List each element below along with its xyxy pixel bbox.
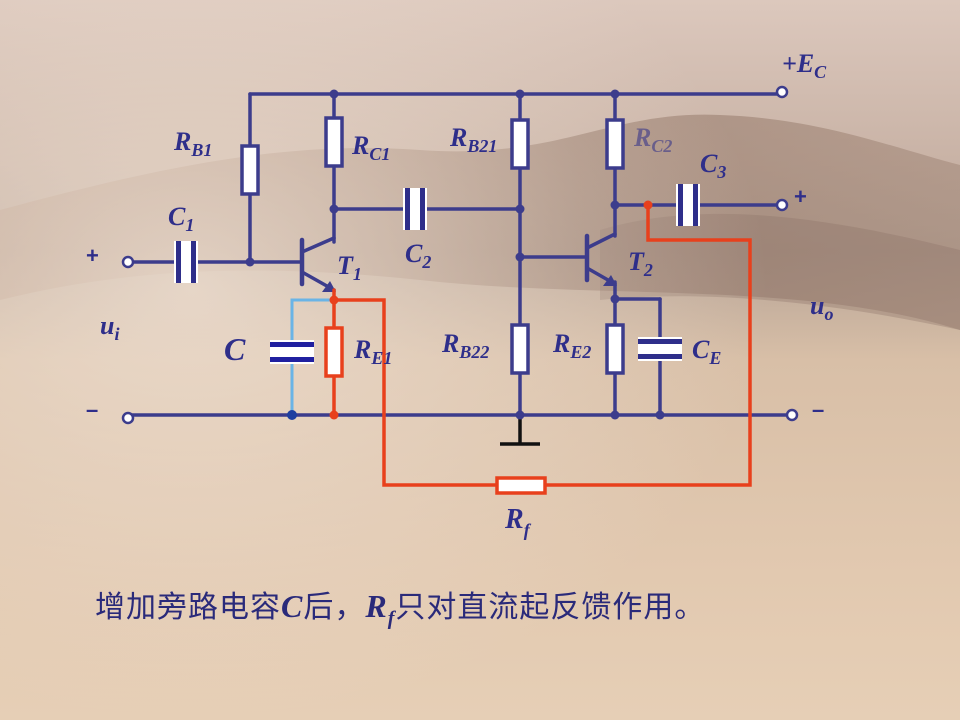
caption-part-2: 后，	[303, 590, 366, 625]
label-rc1: RC1	[351, 131, 390, 164]
label-t1: T1	[337, 251, 362, 284]
resistor-re1	[324, 326, 344, 378]
label-re1: RE1	[353, 335, 392, 368]
terminal-input-minus	[121, 411, 135, 425]
bypass-capacitor-wiring	[290, 298, 334, 415]
label-ce: CE	[692, 335, 721, 368]
junction-c-out	[643, 200, 653, 210]
caption-rf-symbol: Rf	[365, 588, 396, 630]
resistor-rb22	[510, 323, 530, 375]
label-ec: +EC	[782, 49, 827, 82]
junction-e1	[329, 295, 339, 305]
caption-part-3: 只对直流起反馈作用。	[395, 590, 706, 625]
label-rf: Rf	[504, 504, 532, 540]
label-rb1: RB1	[173, 127, 212, 160]
label-uo: uo	[810, 291, 833, 324]
caption-text: 增加旁路电容C后，Rf只对直流起反馈作用。	[95, 582, 705, 630]
label-c3: C3	[700, 149, 726, 182]
terminals	[121, 85, 799, 425]
feedback-path	[332, 203, 752, 487]
terminal-output-minus	[785, 408, 799, 422]
junction-dots	[245, 89, 665, 420]
junction-re1-ground	[329, 410, 339, 420]
terminal-output-plus	[775, 198, 789, 212]
label-c1: C1	[168, 202, 194, 235]
sign-output-minus: –	[812, 397, 824, 422]
sign-input-minus: –	[86, 397, 98, 422]
terminal-input-plus	[121, 255, 135, 269]
ground-symbol	[500, 415, 540, 446]
sign-output-plus: +	[794, 184, 807, 209]
label-re2: RE2	[552, 329, 591, 362]
resistor-re2	[605, 323, 625, 375]
label-rb21: RB21	[449, 123, 497, 156]
label-rc2: RC2	[633, 123, 672, 156]
label-c2: C2	[405, 239, 431, 272]
caption-c-symbol: C	[281, 588, 304, 624]
capacitor-ce	[638, 337, 682, 361]
t2-emitter-arrow	[603, 275, 617, 286]
junction-c-ground	[287, 410, 297, 420]
terminal-ec	[775, 85, 789, 99]
capacitor-c3	[676, 184, 700, 226]
capacitor-c1	[174, 241, 198, 283]
resistor-rc2	[605, 118, 625, 170]
capacitor-c2	[403, 188, 427, 230]
sign-input-plus: +	[86, 243, 99, 268]
resistor-rf	[495, 476, 547, 495]
label-c: C	[224, 331, 246, 367]
capacitor-c	[270, 340, 314, 364]
caption-part-1: 增加旁路电容	[95, 590, 281, 625]
resistor-rb21	[510, 118, 530, 170]
label-ui: ui	[100, 311, 119, 344]
label-t2: T2	[628, 247, 653, 280]
resistor-rc1	[324, 116, 344, 168]
resistor-rb1	[240, 144, 260, 196]
label-rb22: RB22	[441, 329, 489, 362]
